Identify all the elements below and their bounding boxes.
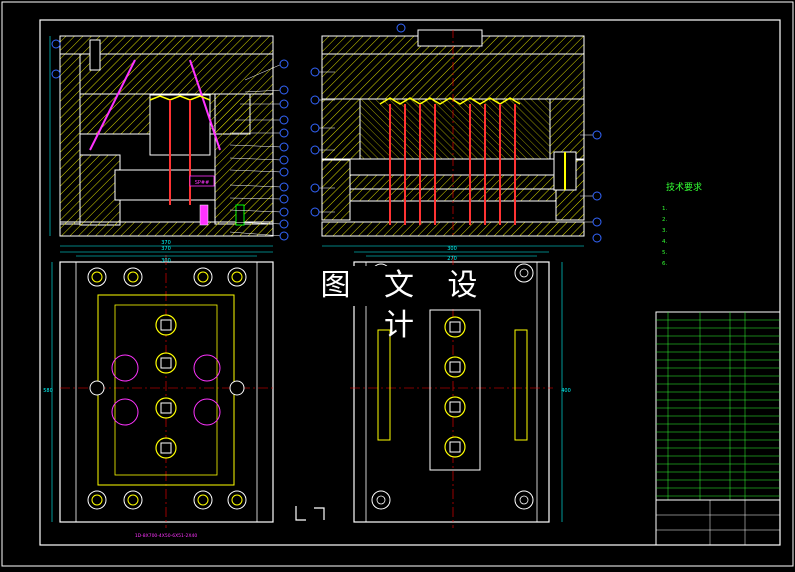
dim-plan-right-width-b: 270 [447, 256, 457, 262]
bill-of-materials-table [655, 311, 781, 546]
tech-line-1: 1. [662, 206, 668, 212]
watermark-text: 图 文 设 计 [312, 266, 498, 343]
section-view-right [310, 23, 602, 247]
section-view-left [49, 35, 289, 247]
tech-line-2: 2. [662, 217, 668, 223]
dim-plan-right-height: 400 [561, 388, 571, 394]
tech-line-4: 4. [662, 239, 668, 245]
tech-line-6: 6. [662, 261, 668, 267]
dim-plan-left-width-a: 370 [161, 246, 171, 252]
dim-plan-right-width-a: 300 [447, 246, 457, 252]
tech-line-5: 5. [662, 250, 668, 256]
technical-requirements-title: 技术要求 [666, 183, 703, 193]
plan-view-left [51, 251, 274, 528]
spru-label: SP## [195, 180, 210, 186]
tech-line-3: 3. [662, 228, 668, 234]
dim-plan-left-height: 580 [43, 388, 53, 394]
dim-plan-left-width-b: 300 [161, 258, 171, 264]
sheet-inner-frame [39, 19, 781, 546]
dim-top-left-width: 370 [161, 240, 171, 246]
plan-left-bottom-label: 1D-8X700-4X50-6X51-2X40 [135, 533, 198, 539]
